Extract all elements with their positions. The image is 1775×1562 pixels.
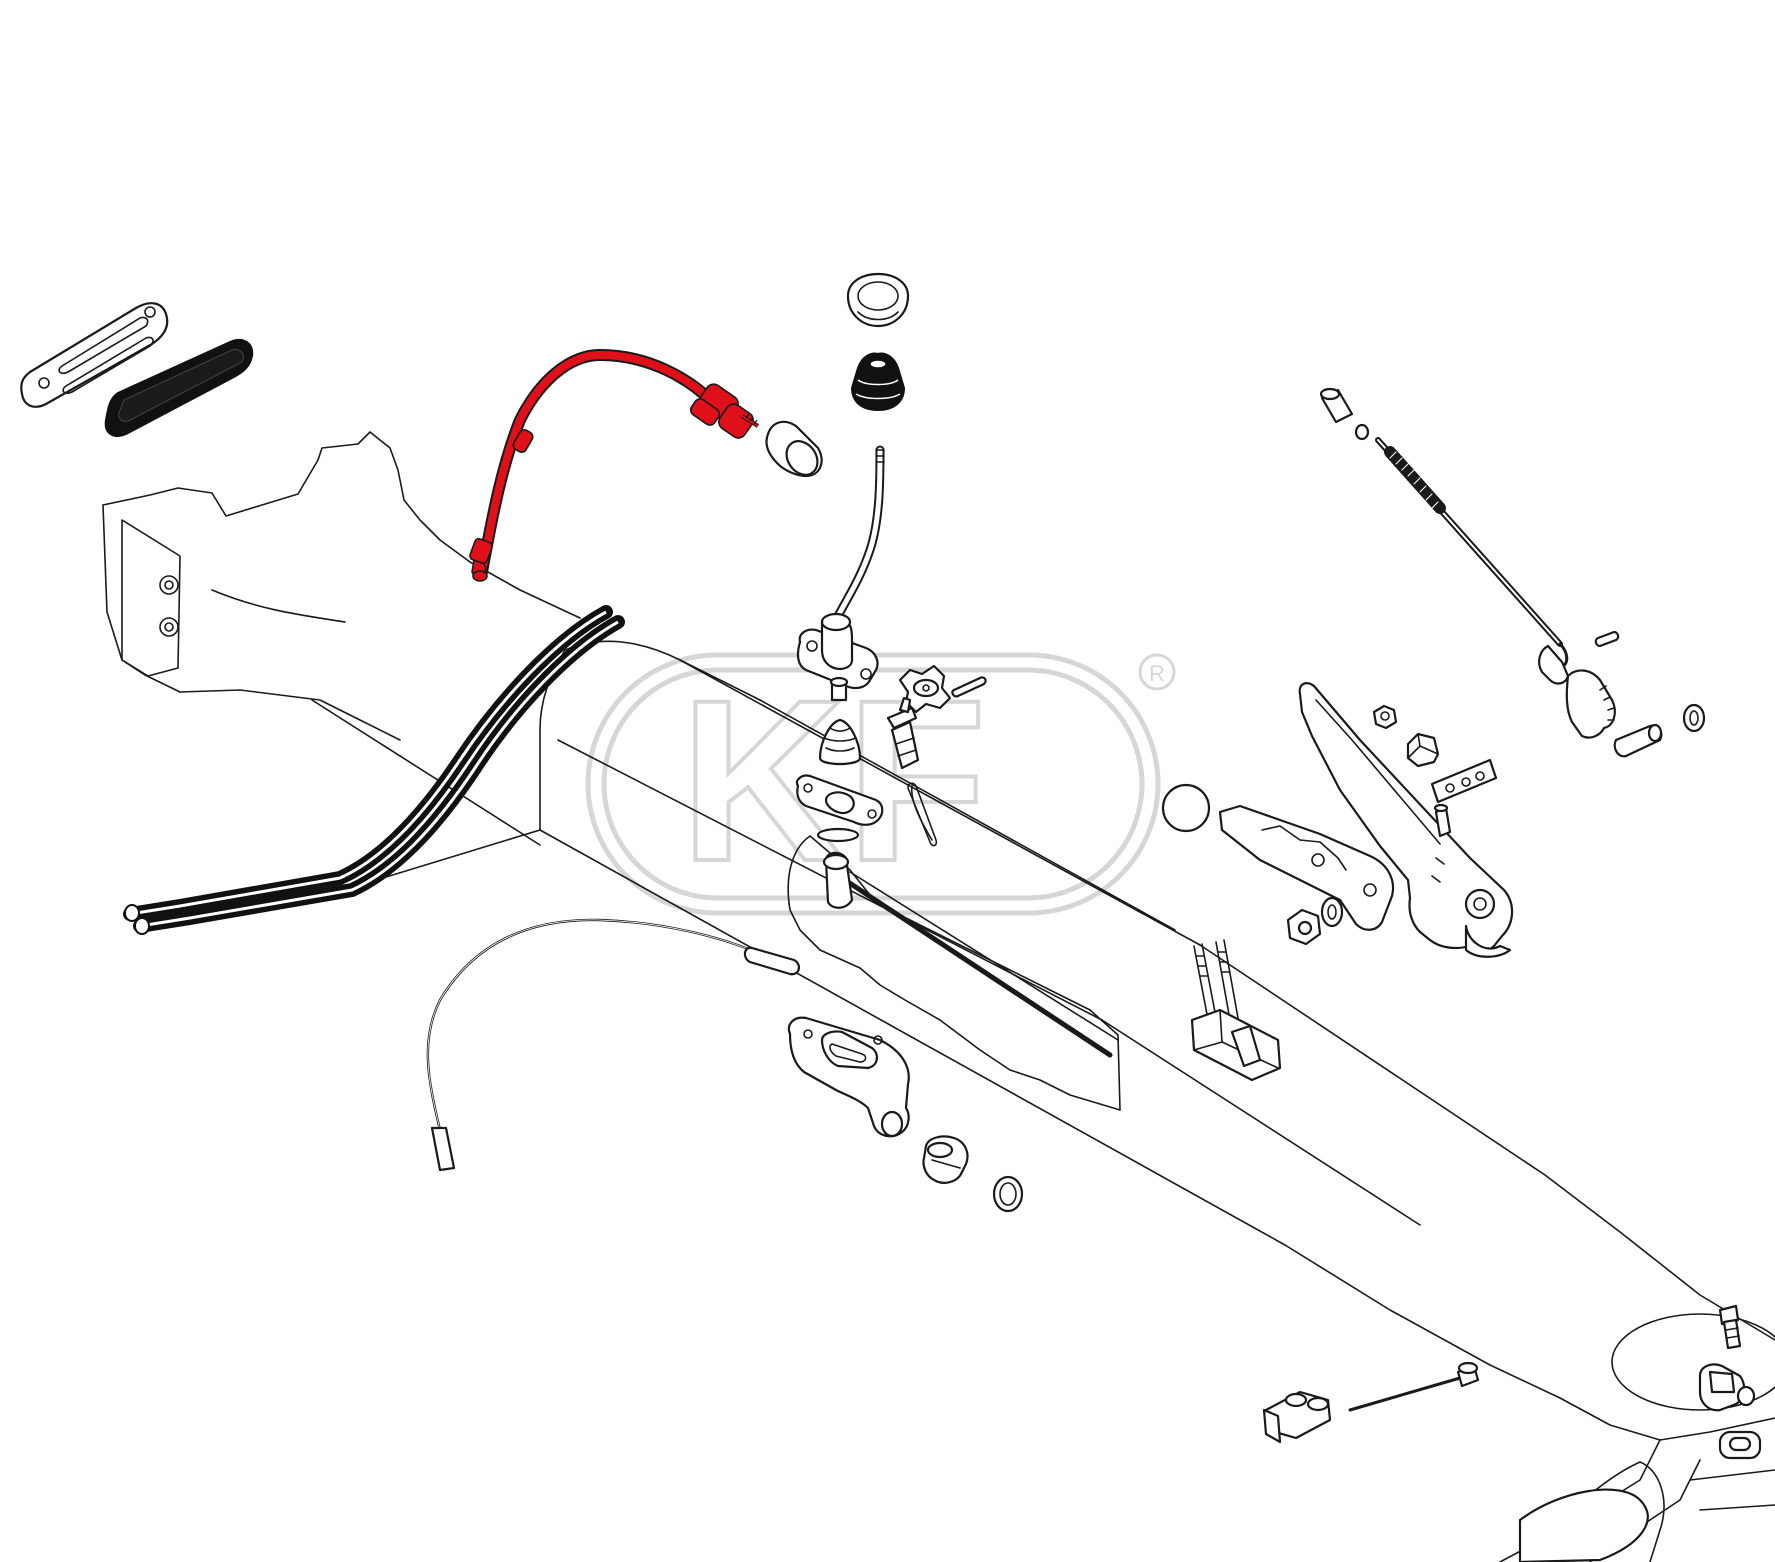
lever-spring <box>818 718 862 766</box>
nut-and-washer <box>1286 896 1344 946</box>
screw-bolt <box>1718 1304 1742 1350</box>
long-bolt <box>1348 1361 1480 1412</box>
shift-lever-rod <box>796 445 885 690</box>
tunnel-cutaway-panel <box>787 835 1121 1111</box>
kf-watermark-logo: KF R <box>585 650 1176 916</box>
roll-pin <box>951 676 987 698</box>
reverse-lockout-stem <box>886 696 920 770</box>
ratchet-pawl-plate <box>1218 804 1395 931</box>
cover-gasket-black <box>104 338 254 438</box>
lever-pivot-pin <box>829 676 849 702</box>
registered-trademark-mark: R <box>1149 661 1165 686</box>
cable-connector-block <box>1262 1390 1332 1444</box>
throttle-wire <box>426 918 800 1172</box>
lever-base-plate <box>795 774 884 843</box>
brake-adjusting-rod <box>1319 387 1569 670</box>
flange-bushing <box>922 1135 969 1184</box>
adjuster-bar <box>1430 758 1498 804</box>
pivot-bolt-assembly <box>1698 1363 1756 1412</box>
cone-bushing <box>765 420 823 478</box>
ratchet-segment <box>1538 644 1616 739</box>
hex-nut-small <box>1372 704 1398 730</box>
shift-boot <box>850 352 906 412</box>
accelerator-cable-tube-highlighted[interactable] <box>469 348 760 582</box>
handbrake-cable-guide <box>1190 939 1282 1082</box>
ratchet-pin <box>1613 723 1663 758</box>
handbrake-lever[interactable] <box>1298 682 1514 958</box>
cover-plate-slotted <box>20 302 169 408</box>
cable-end-clip <box>907 782 938 847</box>
shift-knob-cap <box>846 272 910 328</box>
detent-ball <box>1161 783 1211 833</box>
star-knob <box>898 664 952 714</box>
hex-sleeve <box>1406 732 1440 768</box>
pawl-pin <box>1594 630 1620 648</box>
pedal-mounting-flange <box>787 1016 910 1138</box>
heater-cable-pair <box>123 605 625 935</box>
lock-washer <box>1682 703 1706 733</box>
retaining-ring <box>992 1175 1024 1213</box>
